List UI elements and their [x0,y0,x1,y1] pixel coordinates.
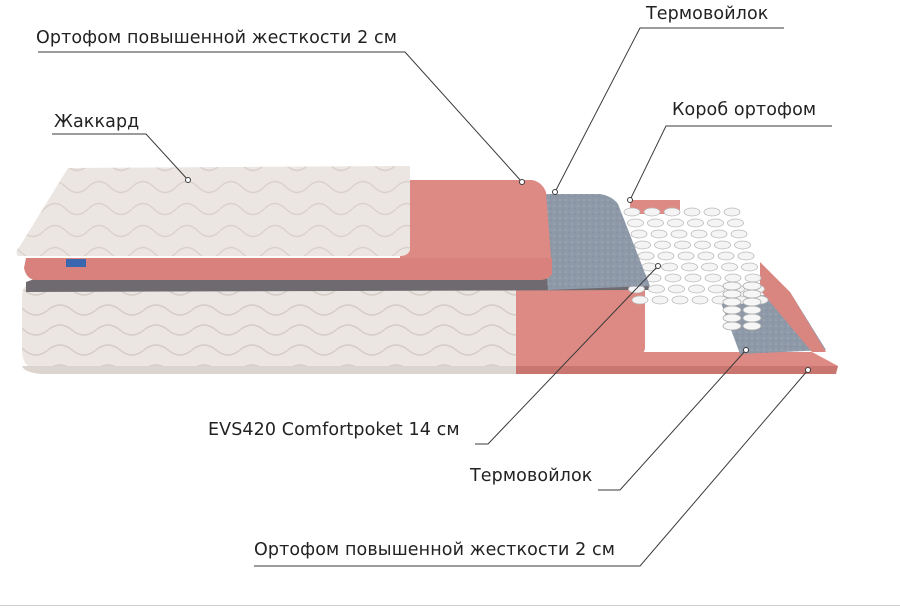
spring-coil [649,285,665,293]
bottom-ortofom-layer [510,352,838,374]
spring-coil [682,263,698,271]
spring-coil [718,252,734,260]
spring-coil-front [743,306,761,314]
spring-coil-front [743,282,761,290]
spring-coil [672,296,688,304]
spring-coil [708,219,724,227]
spring-coil-front [743,290,761,298]
spring-coil [678,252,694,260]
label-top-ortofom: Ортофом повышенной жесткости 2 см [36,28,397,48]
label-jacquard: Жаккард [54,112,139,132]
spring-coil [698,252,714,260]
leader-ortofom-box [630,126,832,200]
spring-coil [632,296,648,304]
spring-coil [691,230,707,238]
spring-coil [735,241,751,249]
spring-coil-front [743,322,761,330]
spring-coil [638,252,654,260]
spring-coil [635,241,651,249]
spring-coil-front [743,298,761,306]
spring-coil [711,230,727,238]
label-ortofom-box: Короб ортофом [672,100,816,120]
spring-coil [709,285,725,293]
spring-coil [631,230,647,238]
spring-coil [628,219,644,227]
spring-coil [742,263,758,271]
spring-coil [664,208,680,216]
spring-coil [731,230,747,238]
spring-coil [705,274,721,282]
spring-coil [724,208,740,216]
spring-coil [745,274,761,282]
label-bottom-ortofom: Ортофом повышенной жесткости 2 см [254,540,615,560]
spring-coil [738,252,754,260]
spring-coil [655,241,671,249]
spring-coil [715,241,731,249]
spring-coil [644,208,660,216]
spring-coil [624,208,640,216]
spring-coil [675,241,691,249]
spring-coil [648,219,664,227]
spring-coil [728,219,744,227]
spring-coil [725,274,741,282]
spring-coil [658,252,674,260]
spring-coil [669,285,685,293]
label-springs: EVS420 Comfortpoket 14 см [208,420,460,440]
spring-coil [722,263,738,271]
spring-coil [651,230,667,238]
jacquard-sheet [16,166,410,267]
bottom-divider [0,605,900,606]
spring-coil [684,208,700,216]
brand-tag-icon [66,259,86,267]
spring-coil [695,241,711,249]
label-bottom-felt: Термовойлок [470,466,592,486]
spring-coil [671,230,687,238]
spring-coil [652,296,668,304]
front-foam-block [510,282,645,354]
spring-coil [702,263,718,271]
spring-coil [685,274,701,282]
spring-coil [665,274,681,282]
mattress-side-fabric [22,286,516,374]
spring-coil-front [723,298,741,306]
spring-coil-front [723,282,741,290]
spring-coil [642,263,658,271]
spring-coil [692,296,708,304]
spring-coil-front [743,314,761,322]
spring-coil-front [723,322,741,330]
spring-coil [668,219,684,227]
spring-coil-front [723,314,741,322]
spring-coil-front [723,306,741,314]
label-top-felt: Термовойлок [646,4,768,24]
spring-coil [704,208,720,216]
spring-coil [689,285,705,293]
spring-coil [688,219,704,227]
spring-coil-front [723,290,741,298]
spring-coil [662,263,678,271]
